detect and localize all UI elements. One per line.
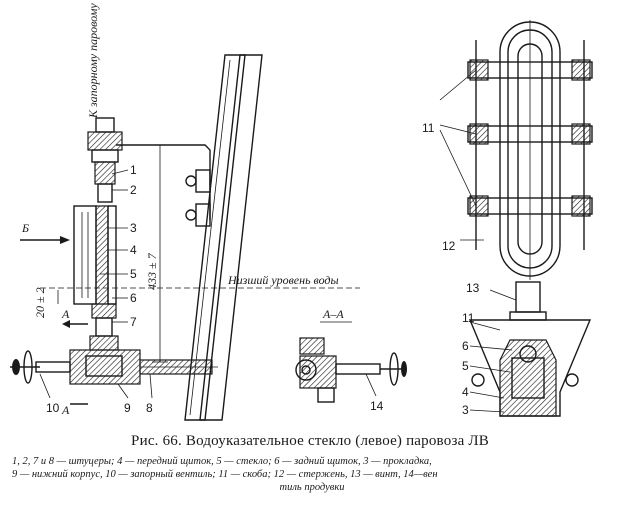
callout-4: 4 (130, 243, 137, 257)
legend-line-3: тиль продувки (279, 482, 345, 493)
figure-caption: Рис. 66. Водоуказательное стекло (левое)… (131, 433, 489, 449)
callout-1: 1 (130, 163, 137, 177)
callout-2: 2 (130, 183, 137, 197)
callout-12: 12 (442, 239, 456, 253)
callout-7: 7 (130, 315, 137, 329)
section-a-label-bottom: А (61, 403, 70, 417)
callout-6: 6 (130, 291, 137, 305)
callout-5: 5 (130, 267, 137, 281)
low-water-label: Низший уровень воды (227, 273, 339, 287)
locomotive-frame (184, 54, 263, 421)
gauge-glass-assembly: К запорному паровому вентилю (10, 0, 360, 417)
section-a-label: А (61, 307, 70, 321)
top-view-clamps: 11 12 (422, 20, 593, 280)
section-aa-label: А–А (322, 307, 344, 321)
pipe-top-label: К запорному паровому вентилю (86, 0, 100, 119)
legend-line-1: 1, 2, 7 и 8 — штуцеры; 4 — передний щито… (12, 456, 432, 467)
cross-section-view: 13 11 6 5 4 3 (462, 281, 592, 417)
callout-5b: 5 (462, 359, 469, 373)
section-aa-view: А–А 14 (295, 307, 407, 413)
callout-3b: 3 (462, 403, 469, 417)
legend-line-2: 9 — нижний корпус, 10 — запорный вентиль… (12, 469, 438, 480)
callout-13: 13 (466, 281, 480, 295)
callout-14: 14 (370, 399, 384, 413)
callout-8: 8 (146, 401, 153, 415)
dimension-gap-label: 20 ± 2 (33, 287, 47, 318)
dimension-height-label: 433 ± 7 (145, 252, 159, 290)
callout-6b: 6 (462, 339, 469, 353)
callout-4b: 4 (462, 385, 469, 399)
callout-9: 9 (124, 401, 131, 415)
technical-drawing: К запорному паровому вентилю (10, 0, 593, 421)
callout-3: 3 (130, 221, 137, 235)
callout-11: 11 (422, 121, 435, 135)
callout-11b: 11 (462, 311, 475, 325)
figure-legend: 1, 2, 7 и 8 — штуцеры; 4 — передний щито… (12, 455, 612, 494)
arrow-b-label: Б (21, 221, 29, 235)
callout-10: 10 (46, 401, 60, 415)
